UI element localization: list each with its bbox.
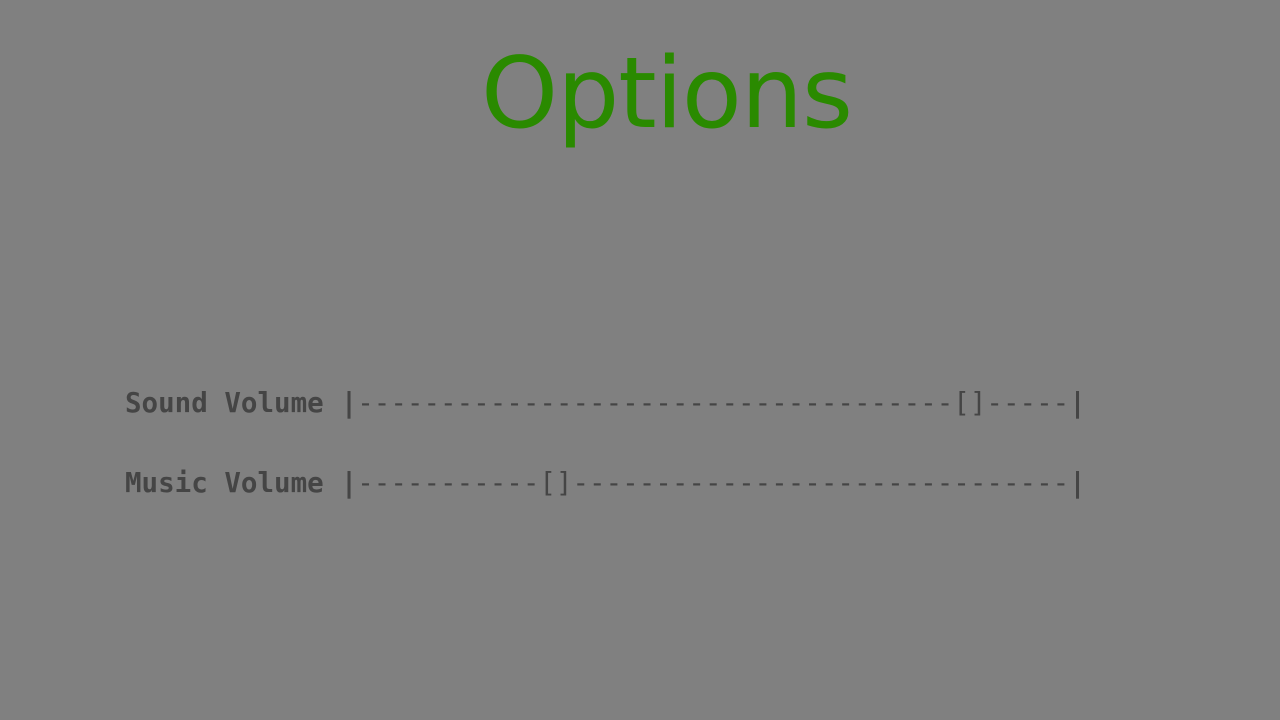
sound-volume-label: Sound Volume	[125, 387, 324, 419]
slider-track-filled[interactable]: -----------	[357, 467, 540, 499]
slider-right-cap: |	[1069, 387, 1086, 419]
slider-track-filled[interactable]: ------------------------------------	[357, 387, 954, 419]
slider-left-cap: |	[340, 467, 358, 499]
sound-volume-handle[interactable]: []	[953, 387, 987, 419]
music-volume-row: Music Volume |-----------[]-------------…	[125, 463, 1086, 503]
slider-track-empty[interactable]: ------------------------------	[572, 467, 1070, 499]
music-volume-label: Music Volume	[125, 467, 324, 499]
sound-volume-row: Sound Volume |--------------------------…	[125, 383, 1086, 423]
sound-volume-slider[interactable]: |------------------------------------[]-…	[341, 387, 1086, 419]
slider-right-cap: |	[1069, 467, 1086, 499]
slider-left-cap: |	[340, 387, 358, 419]
music-volume-handle[interactable]: []	[539, 467, 573, 499]
music-volume-slider[interactable]: |-----------[]--------------------------…	[341, 467, 1086, 499]
page-title: Options	[480, 37, 853, 151]
slider-track-empty[interactable]: -----	[986, 387, 1070, 419]
